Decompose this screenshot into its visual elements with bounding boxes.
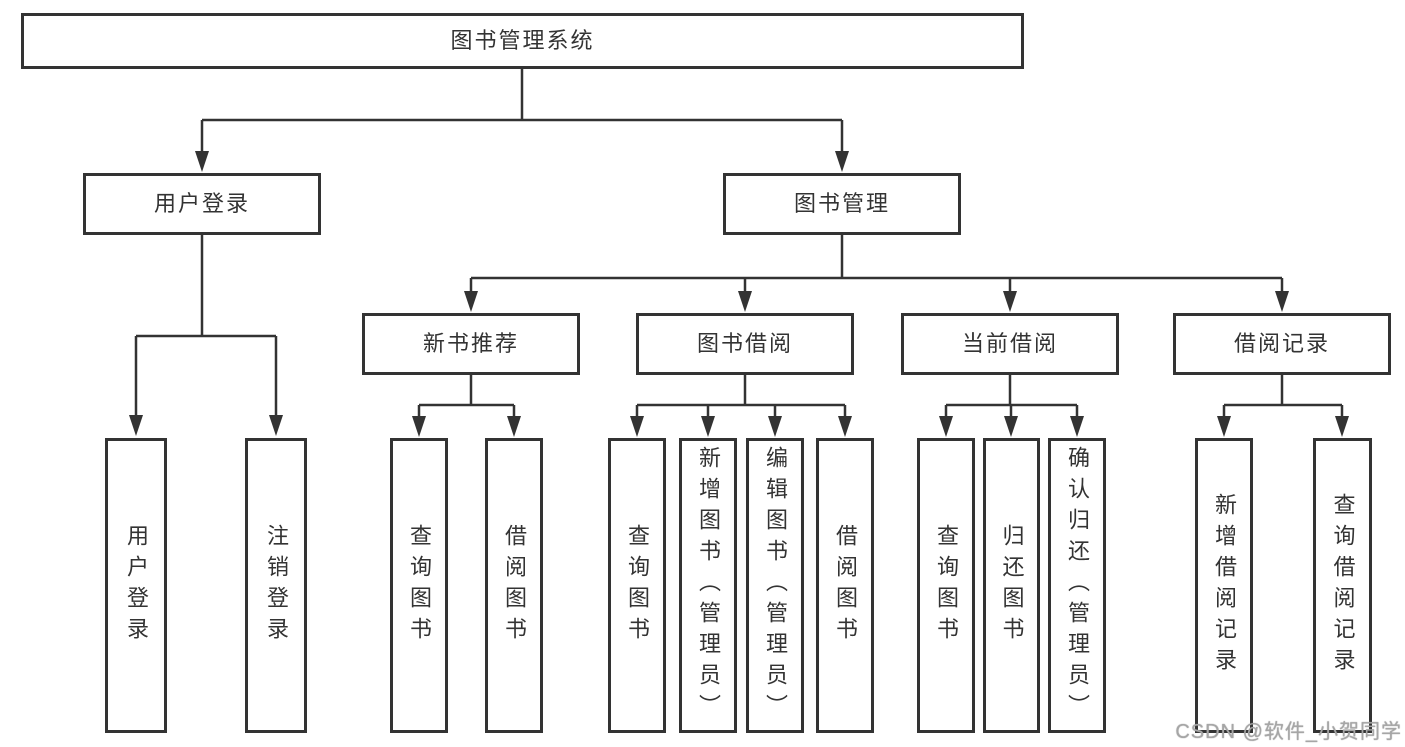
node-new-book-recommendation: 新书推荐 xyxy=(362,313,580,375)
node-book-management: 图书管理 xyxy=(723,173,961,235)
leaf-edit-books-admin: 编辑图书（管理员） xyxy=(746,438,804,733)
node-label: 用户登录 xyxy=(124,523,149,648)
node-label: 用户登录 xyxy=(153,191,250,216)
node-label: 归还图书 xyxy=(999,523,1025,648)
node-label: 确认归还（管理员） xyxy=(1065,446,1090,725)
leaf-query-books-recommendation: 查询图书 xyxy=(390,438,448,733)
leaf-add-borrowing-record: 新增借阅记录 xyxy=(1195,438,1253,733)
node-label: 编辑图书（管理员） xyxy=(763,446,788,725)
node-label: 查询借阅记录 xyxy=(1330,492,1356,679)
node-label: 新增借阅记录 xyxy=(1212,492,1237,679)
node-label: 借阅记录 xyxy=(1233,331,1330,356)
node-borrowing-records: 借阅记录 xyxy=(1173,313,1391,375)
node-label: 借阅图书 xyxy=(833,523,858,648)
node-label: 新增图书（管理员） xyxy=(696,446,721,725)
leaf-borrow-books-recommendation: 借阅图书 xyxy=(485,438,543,733)
node-label: 查询图书 xyxy=(934,523,959,648)
node-label: 查询图书 xyxy=(625,523,650,648)
node-label: 借阅图书 xyxy=(502,523,527,648)
node-library-management-system: 图书管理系统 xyxy=(21,13,1024,69)
node-label: 当前借阅 xyxy=(961,331,1058,356)
leaf-add-books-admin: 新增图书（管理员） xyxy=(679,438,737,733)
node-current-borrowing: 当前借阅 xyxy=(901,313,1119,375)
leaf-return-books: 归还图书 xyxy=(983,438,1040,733)
leaf-query-books-current: 查询图书 xyxy=(917,438,975,733)
node-label: 图书借阅 xyxy=(696,331,793,356)
leaf-confirm-return-admin: 确认归还（管理员） xyxy=(1048,438,1106,733)
leaf-query-borrowing-record: 查询借阅记录 xyxy=(1313,438,1372,733)
node-label: 图书管理系统 xyxy=(450,28,595,53)
node-label: 图书管理 xyxy=(793,191,890,216)
leaf-query-books-borrowing: 查询图书 xyxy=(608,438,666,733)
watermark: CSDN @软件_小贺同学 xyxy=(1175,721,1402,743)
leaf-user-login: 用户登录 xyxy=(105,438,167,733)
node-label: 注销登录 xyxy=(264,523,289,648)
node-label: 新书推荐 xyxy=(422,331,519,356)
node-book-borrowing: 图书借阅 xyxy=(636,313,854,375)
leaf-logout: 注销登录 xyxy=(245,438,307,733)
leaf-borrow-books: 借阅图书 xyxy=(816,438,874,733)
node-label: 查询图书 xyxy=(407,523,432,648)
node-user-login: 用户登录 xyxy=(83,173,321,235)
